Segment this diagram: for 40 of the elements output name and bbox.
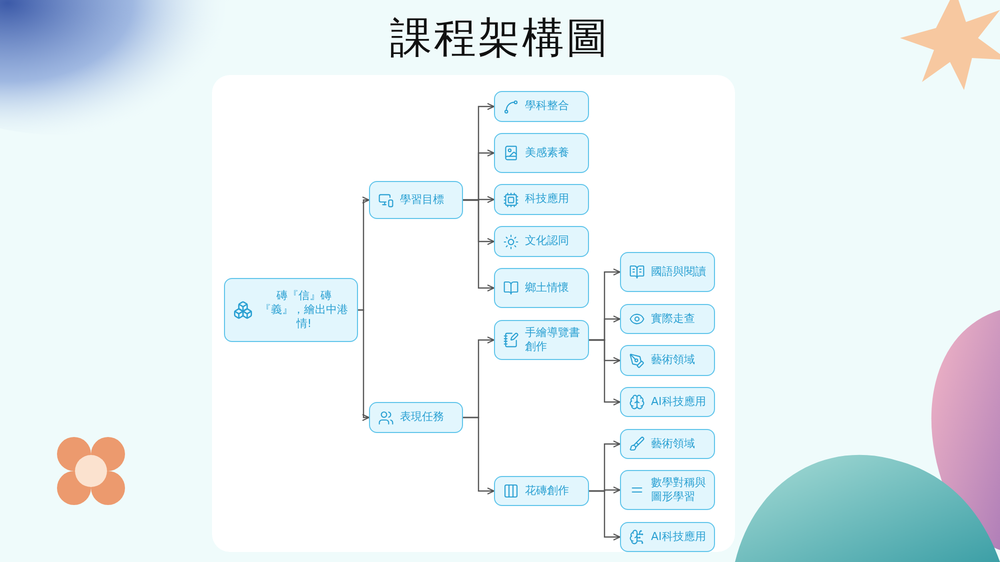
- process-box: [369, 181, 463, 219]
- process-box: [620, 304, 715, 334]
- node-label: 學科整合: [525, 99, 570, 114]
- process-box: [494, 184, 589, 215]
- node-label: 藝術領域: [651, 436, 696, 452]
- process-box: [224, 278, 358, 342]
- process-box: [494, 226, 589, 257]
- process-box: [494, 268, 589, 308]
- process-box: [620, 470, 715, 510]
- node-label: 數學對稱與圖形學習: [651, 476, 706, 504]
- process-box: [494, 476, 589, 506]
- node-label: 表現任務: [400, 410, 445, 425]
- node-label: 藝術領域: [651, 353, 696, 368]
- process-box: [620, 252, 715, 292]
- node-label: 科技應用: [525, 192, 570, 207]
- node-label: AI科技應用: [651, 530, 706, 544]
- process-box: [620, 387, 715, 417]
- node-label: 磚『信』磚『義』，繪出中港情!: [259, 288, 349, 332]
- node-label: 國語與閱讀: [651, 264, 706, 280]
- node-label: AI科技應用: [651, 394, 706, 410]
- node-label: 手繪導覽書創作: [525, 326, 580, 354]
- node-label: 花磚創作: [525, 484, 570, 498]
- process-box: [494, 320, 589, 360]
- process-box: [620, 345, 715, 376]
- node-label: 鄉土情懷: [525, 280, 570, 296]
- node-label: 美感素養: [525, 146, 570, 160]
- process-box: [494, 91, 589, 122]
- arrow: [358, 309, 370, 422]
- process-box: [620, 522, 715, 552]
- node-label: 文化認同: [525, 234, 570, 249]
- process-box: [369, 402, 463, 433]
- arrow: [589, 490, 621, 541]
- arrow: [463, 199, 495, 292]
- node-label: 學習目標: [400, 192, 445, 208]
- arrow: [589, 339, 621, 406]
- arrow: [463, 416, 495, 495]
- node-label: 實際走查: [651, 312, 696, 326]
- title: 課程架構圖: [390, 12, 610, 64]
- process-box: [620, 429, 715, 459]
- process-box: [494, 133, 589, 173]
